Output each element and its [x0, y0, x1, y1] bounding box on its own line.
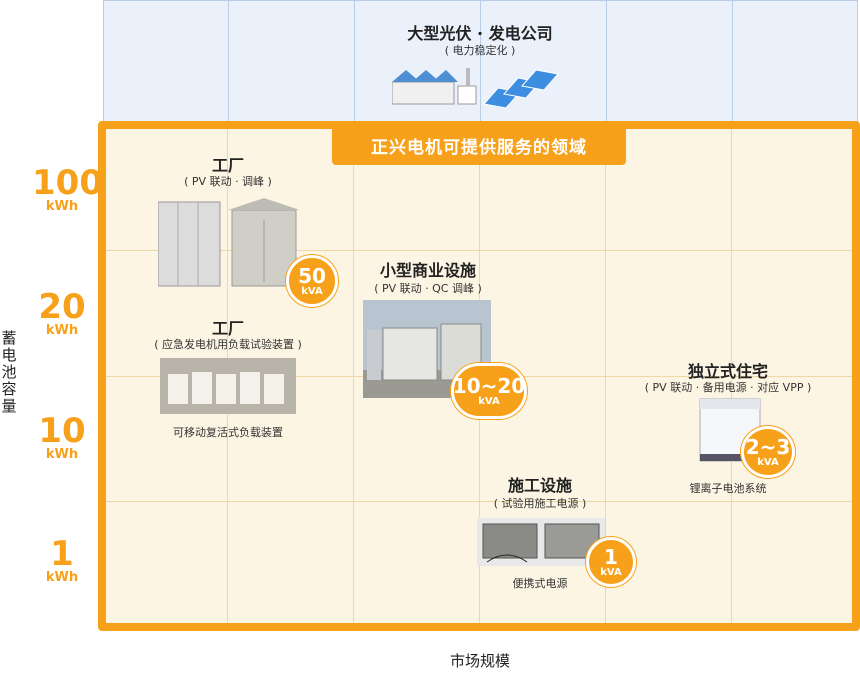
top-title: 大型光伏 · 发电公司	[407, 24, 553, 43]
residence-caption: 锂离子电池系统	[689, 482, 767, 495]
residence-title: 独立式住宅	[687, 362, 768, 381]
residence-subtitle: ( PV 联动 · 备用电源 · 对应 VPP )	[644, 381, 812, 394]
construction-title: 施工设施	[507, 476, 572, 495]
factory-pv-capacity-badge: 50 kVA	[286, 255, 338, 307]
top-grid-area	[103, 0, 858, 123]
small-commercial-title: 小型商业设施	[379, 261, 476, 280]
grid-line	[106, 250, 852, 251]
top-subtitle: ( 电力稳定化 )	[444, 44, 516, 57]
factory-pv-subtitle: ( PV 联动 · 调峰 )	[184, 175, 272, 188]
construction-subtitle: ( 试验用施工电源 )	[493, 497, 587, 510]
commercial-facility-photo	[363, 300, 491, 398]
factory-emergency-subtitle: ( 应急发电机用负载试验装置 )	[154, 338, 302, 351]
load-device-photo	[160, 358, 296, 414]
power-plant-illustration	[392, 68, 559, 109]
badge-value: 10~20	[452, 373, 526, 398]
y-level-number: 1	[50, 534, 74, 574]
y-level-1: 1 kWh	[32, 537, 92, 585]
construction-caption: 便携式电源	[512, 577, 568, 590]
y-level-20: 20 kWh	[32, 290, 92, 338]
small-commercial-subtitle: ( PV 联动 · QC 调峰 )	[374, 282, 482, 295]
badge-value: 2~3	[745, 434, 791, 459]
badge-unit: kVA	[600, 566, 622, 578]
service-area-banner: 正兴电机可提供服务的领域	[332, 126, 626, 165]
badge-unit: kVA	[301, 285, 323, 297]
grid-line	[480, 1, 481, 123]
small-commercial-capacity-badge: 10~20 kVA	[451, 363, 527, 419]
factory-cabinet-photo	[158, 198, 298, 287]
grid-line	[732, 1, 733, 123]
construction-capacity-badge: 1 kVA	[586, 537, 636, 587]
grid-line	[354, 1, 355, 123]
residence-capacity-badge: 2~3 kVA	[741, 426, 795, 478]
factory-emergency-caption: 可移动复活式负载装置	[173, 426, 283, 439]
factory-emergency-title: 工厂	[211, 319, 244, 338]
y-level-10: 10 kWh	[32, 414, 92, 462]
factory-pv-title: 工厂	[211, 156, 244, 175]
grid-line	[606, 1, 607, 123]
y-level-unit: kWh	[45, 447, 79, 462]
x-axis-title: 市场规模	[449, 652, 510, 670]
y-level-100: 100 kWh	[32, 163, 103, 214]
grid-line	[106, 501, 852, 502]
badge-unit: kVA	[478, 395, 500, 407]
y-level-number: 10	[38, 411, 86, 451]
badge-value: 1	[604, 544, 618, 569]
badge-value: 50	[298, 263, 326, 288]
y-level-unit: kWh	[45, 323, 79, 338]
y-level-number: 20	[38, 287, 86, 327]
portable-power-photo	[477, 518, 605, 566]
y-level-number: 100	[32, 163, 103, 203]
grid-line	[228, 1, 229, 123]
y-level-unit: kWh	[45, 570, 79, 585]
y-level-unit: kWh	[45, 199, 79, 214]
badge-unit: kVA	[757, 456, 779, 468]
y-axis-title: 蓄电池容量	[1, 329, 17, 415]
